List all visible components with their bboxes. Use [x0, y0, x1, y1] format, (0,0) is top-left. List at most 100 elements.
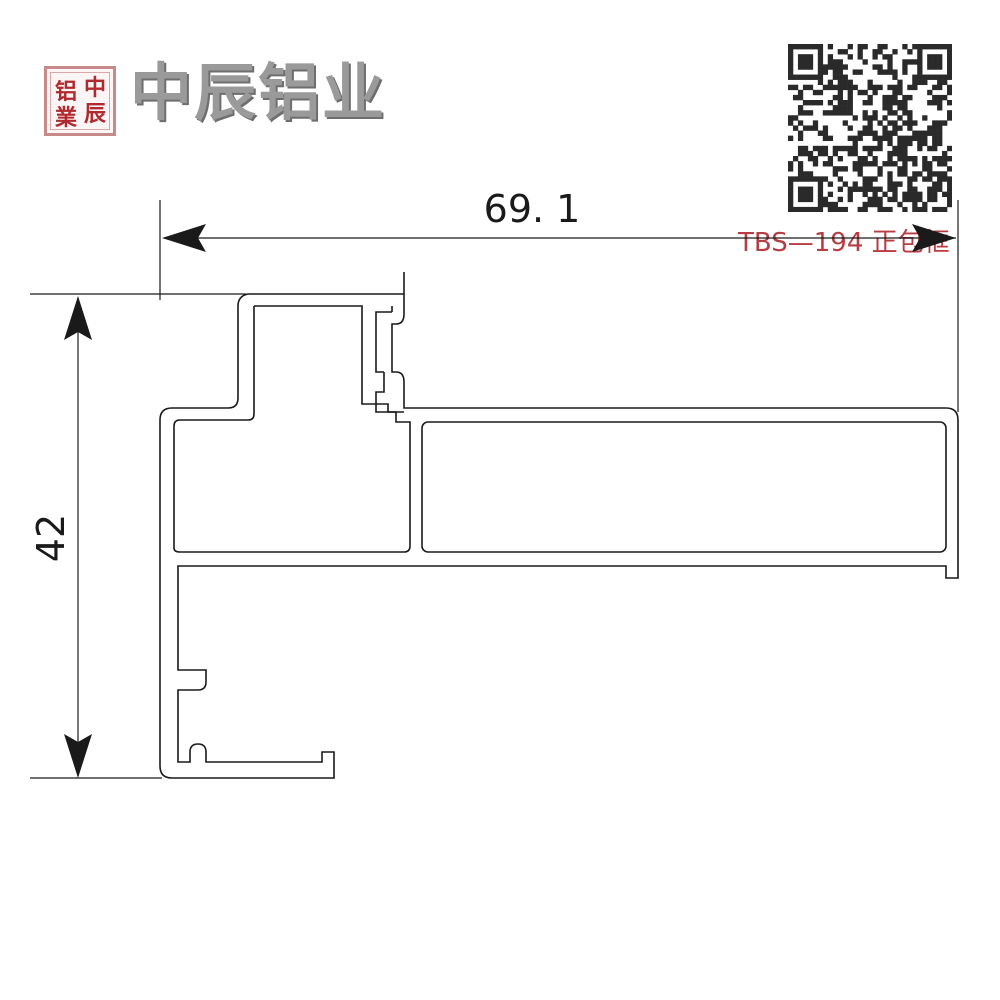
qr-module [897, 150, 903, 157]
qr-module [887, 64, 893, 70]
qr-module [912, 196, 918, 203]
qr-module [827, 191, 834, 198]
qr-module [857, 206, 863, 212]
qr-module [902, 196, 908, 203]
qr-module [857, 186, 863, 192]
qr-module [882, 161, 888, 167]
profile-top-channel-inner [254, 305, 404, 413]
qr-module [862, 201, 868, 208]
qr-module [932, 140, 938, 147]
qr-module [867, 145, 873, 152]
qr-module [852, 150, 858, 157]
qr-module [917, 135, 923, 142]
qr-module [872, 130, 878, 136]
qr-module [942, 44, 948, 50]
qr-module [912, 191, 918, 198]
qr-module [788, 120, 794, 126]
profile-top-channel-left [173, 306, 411, 553]
qr-module [907, 181, 913, 187]
qr-module [937, 181, 943, 187]
qr-module [812, 44, 819, 50]
qr-module [852, 145, 858, 152]
qr-module [897, 156, 903, 162]
qr-module [902, 145, 908, 152]
qr-module [797, 59, 804, 65]
qr-module [802, 44, 809, 50]
qr-module [887, 135, 893, 142]
qr-module [937, 74, 943, 80]
qr-module [912, 201, 918, 208]
qr-module [872, 176, 878, 182]
qr-module [788, 196, 794, 203]
qr-module [927, 186, 933, 192]
qr-module [847, 191, 853, 198]
qr-module [867, 120, 873, 126]
qr-module [802, 84, 809, 91]
qr-module [837, 84, 843, 91]
qr-module [892, 186, 898, 192]
qr-module [792, 74, 799, 80]
qr-module [837, 166, 843, 172]
qr-module [887, 150, 893, 157]
qr-module [917, 49, 923, 55]
qr-module [822, 125, 829, 131]
qr-module [932, 125, 938, 131]
qr-module [927, 100, 933, 106]
qr-module [837, 145, 843, 152]
qr-module [867, 94, 873, 101]
qr-module [837, 79, 843, 86]
dimension-height-label: 42 [29, 514, 73, 562]
qr-module [802, 186, 809, 192]
qr-module [812, 145, 819, 152]
qr-module [807, 59, 814, 65]
qr-module [817, 181, 824, 187]
qr-module [887, 206, 893, 212]
qr-module [817, 201, 824, 208]
qr-module [802, 176, 809, 182]
qr-module [892, 94, 898, 101]
qr-module [802, 150, 809, 157]
qr-module [827, 44, 834, 50]
qr-module [788, 59, 794, 65]
qr-module [937, 54, 943, 60]
qr-module [897, 100, 903, 106]
qr-module [812, 89, 819, 96]
qr-module [892, 145, 898, 152]
qr-module [877, 84, 883, 91]
qr-module [902, 135, 908, 142]
dimension-width-label: 69. 1 [484, 187, 581, 231]
qr-module [947, 145, 952, 152]
qr-module [942, 74, 948, 80]
qr-module [947, 69, 952, 75]
qr-module [937, 171, 943, 177]
qr-module [902, 64, 908, 70]
qr-module [927, 64, 933, 70]
qr-module [882, 135, 888, 142]
qr-module [887, 120, 893, 126]
qr-module [917, 196, 923, 203]
qr-module [827, 181, 834, 187]
qr-module [847, 54, 853, 60]
qr-module [917, 140, 923, 147]
qr-module [862, 115, 868, 121]
qr-module [912, 156, 918, 162]
qr-module [897, 171, 903, 177]
qr-module [907, 186, 913, 192]
qr-module [802, 145, 809, 152]
qr-module [932, 100, 938, 106]
qr-module [822, 150, 829, 157]
qr-module [797, 145, 804, 152]
qr-module [827, 59, 834, 65]
qr-module [797, 166, 804, 172]
qr-module [842, 49, 848, 55]
qr-module [807, 196, 814, 203]
qr-module [802, 59, 809, 65]
qr-module [927, 171, 933, 177]
qr-module [812, 74, 819, 80]
qr-module [867, 115, 873, 121]
qr-module [912, 135, 918, 142]
profile-clip-upper [375, 311, 392, 373]
qr-module [932, 130, 938, 136]
qr-module [817, 130, 824, 136]
qr-module [917, 79, 923, 86]
